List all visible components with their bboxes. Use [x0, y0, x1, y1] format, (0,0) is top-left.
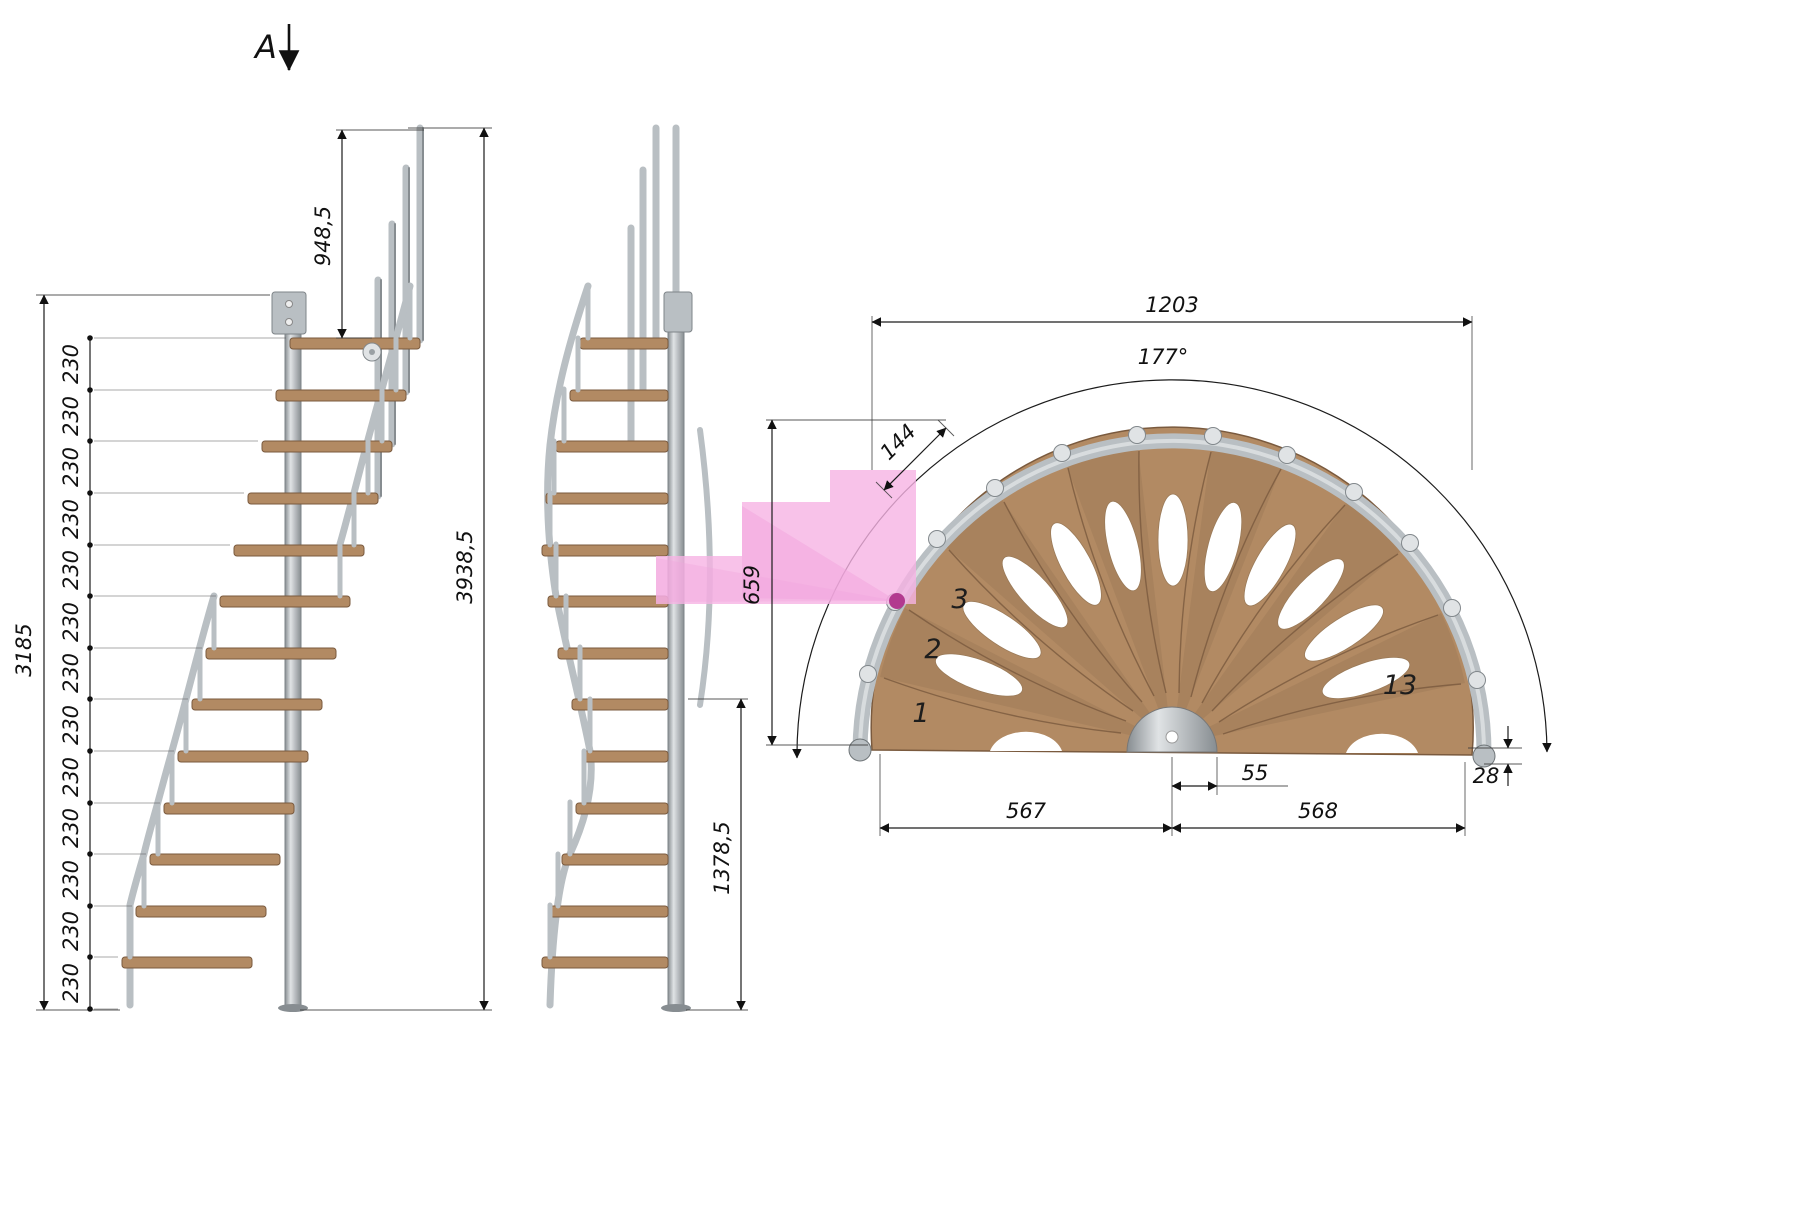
step-number-13: 13: [1383, 670, 1417, 701]
middle-elevation-wall-plate: [663, 291, 693, 333]
dim-riser: 230: [59, 344, 83, 384]
middle-elevation-treads: [541, 337, 669, 969]
dim-riser: 230: [59, 550, 83, 590]
dim-riser: 230: [59, 653, 83, 693]
middle-elevation-view: [541, 124, 713, 1012]
section-arrow: A: [253, 24, 300, 72]
left-elevation-wall-plate: [271, 291, 307, 335]
left-elevation-balusters: [127, 283, 413, 960]
dim-overall-height: 3938,5: [453, 530, 477, 603]
entry-highlight: [656, 470, 916, 609]
dim-plan-angle: 177°: [1138, 345, 1189, 369]
handrail-flange-center: [369, 349, 375, 355]
dim-plan-width: 1203: [1145, 293, 1198, 317]
section-letter: A: [253, 28, 277, 66]
left-elevation-right-handrail: [336, 282, 414, 548]
step-number-3: 3: [951, 584, 968, 615]
dim-riser: 230: [59, 963, 83, 1003]
dim-riser: 230: [59, 911, 83, 951]
dim-right-span: 568: [1298, 799, 1338, 823]
dim-left-span: 567: [1006, 799, 1047, 823]
plan-scallop-left: [990, 731, 1062, 751]
elevation-dimensions: 3938,5 948,5 3185: [12, 127, 748, 1012]
step-number-2: 2: [924, 634, 941, 665]
dim-handrail-height: 948,5: [311, 206, 335, 266]
dim-lower-height: 1378,5: [710, 821, 734, 894]
dim-riser: 230: [59, 808, 83, 848]
riser-dimension-chain: 230 230 230 230 230 230 230 230 230 230 …: [59, 335, 286, 1012]
left-elevation-column-base: [278, 1004, 308, 1012]
dim-riser: 230: [59, 860, 83, 900]
plan-center-post-hole: [1165, 730, 1179, 744]
plan-center-post: [1126, 706, 1218, 753]
plan-scallop-right: [1346, 733, 1418, 753]
middle-elevation-column-base: [661, 1004, 691, 1012]
left-elevation-column: [284, 325, 302, 1009]
highlight-beam-1: [742, 506, 897, 601]
left-elevation-view: [121, 124, 424, 1012]
dim-riser: 230: [59, 602, 83, 642]
left-elevation-top-railing: [374, 124, 424, 500]
dim-total-height: 3185: [12, 623, 36, 676]
dim-riser: 230: [59, 396, 83, 436]
dim-edge-drop: 28: [1473, 764, 1500, 788]
dim-riser: 230: [59, 705, 83, 745]
left-elevation-left-handrail: [126, 592, 218, 1009]
dim-center-offset: 55: [1242, 761, 1269, 785]
left-elevation-treads: [121, 337, 421, 969]
highlight-anchor-dot: [889, 593, 905, 609]
dim-riser: 230: [59, 499, 83, 539]
dim-riser: 230: [59, 757, 83, 797]
middle-elevation-balusters: [547, 283, 593, 960]
plate-bolt-icon: [285, 318, 293, 326]
middle-elevation-column: [667, 325, 685, 1009]
plan-dimensions: 1203 177° 144 659 55 28 567 568: [740, 293, 1522, 836]
dim-riser: 230: [59, 447, 83, 487]
dim-plan-depth: 659: [740, 565, 764, 605]
plan-tread-holes: [935, 493, 1411, 700]
middle-elevation-left-handrail: [544, 282, 595, 1009]
dim-tread-width: 144: [875, 419, 920, 464]
step-number-1: 1: [912, 698, 929, 729]
plate-bolt-icon: [285, 300, 293, 308]
plan-tread-dividers: [883, 450, 1462, 735]
